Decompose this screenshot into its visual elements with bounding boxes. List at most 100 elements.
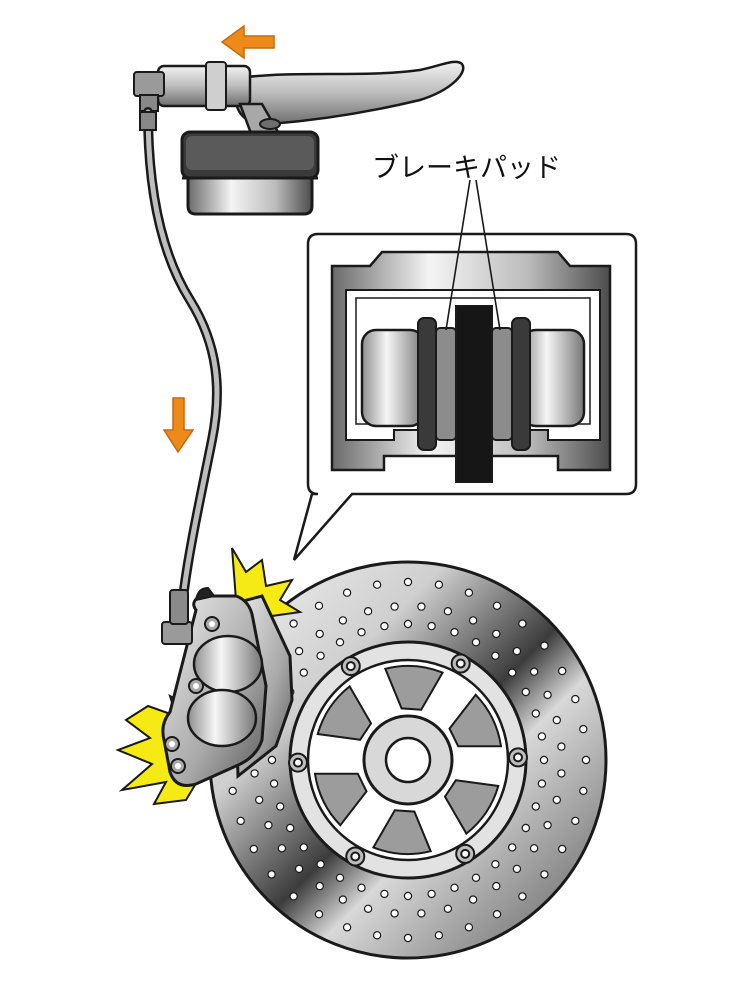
disc-rivets: [288, 653, 528, 867]
vent-hole: [540, 641, 549, 650]
vent-hole: [255, 795, 264, 805]
vent-hole: [471, 638, 481, 647]
vent-hole: [468, 616, 478, 625]
banjo-fitting-top: [133, 71, 165, 97]
disc-rivet: [293, 757, 303, 768]
vent-hole: [471, 873, 481, 883]
spoke-window: [383, 665, 445, 711]
vent-hole: [557, 742, 566, 751]
vent-hole: [338, 616, 348, 625]
vent-hole: [264, 820, 273, 830]
vent-hole: [508, 843, 517, 852]
vent-hole: [427, 621, 436, 631]
spoke-window: [316, 684, 373, 741]
brake-pad-callout: [292, 179, 638, 561]
vent-hole: [543, 690, 552, 700]
vent-hole: [228, 786, 237, 796]
vent-hole: [417, 909, 426, 918]
vent-hole: [380, 889, 389, 899]
vent-hole: [267, 870, 276, 879]
master-cylinder-assembly: [133, 60, 465, 216]
vent-hole: [372, 931, 382, 940]
vent-hole: [531, 802, 541, 811]
vent-hole: [363, 904, 373, 914]
vent-hole: [579, 786, 588, 796]
spoke-window: [313, 772, 368, 827]
vent-hole: [427, 889, 436, 899]
carrier-spokes: [313, 665, 503, 855]
vent-hole: [508, 668, 517, 677]
vent-hole: [579, 724, 588, 734]
vent-hole: [540, 870, 549, 879]
vent-hole: [250, 769, 259, 778]
vent-hole: [537, 779, 547, 788]
vent-hole: [558, 844, 567, 854]
vent-hole: [299, 668, 308, 677]
vent-hole: [492, 881, 501, 891]
vent-hole: [518, 619, 527, 628]
label-leader-lines: [445, 179, 501, 331]
vent-hole: [434, 580, 444, 589]
vent-hole: [581, 755, 591, 765]
spoke-window: [371, 809, 433, 855]
brake-hose: [139, 107, 222, 595]
vent-hole: [277, 844, 287, 853]
vent-hole: [531, 709, 541, 718]
vent-hole: [403, 577, 413, 587]
vent-hole: [492, 910, 502, 919]
disc-rivet: [345, 661, 356, 672]
vent-hole: [492, 601, 502, 611]
vent-hole: [571, 694, 580, 704]
vent-hole: [450, 883, 459, 893]
vent-hole: [342, 923, 352, 932]
brake-lever: [234, 60, 465, 126]
vent-hole: [372, 580, 382, 589]
vent-hole: [491, 860, 500, 869]
vent-hole: [537, 732, 547, 741]
vent-hole: [403, 619, 413, 629]
disc-rivet: [513, 752, 523, 763]
vent-hole: [557, 769, 566, 778]
vent-hole: [236, 816, 245, 826]
vent-hole: [529, 844, 539, 853]
brake-caliper: [161, 586, 294, 787]
vent-hole: [249, 844, 258, 854]
vent-hole: [315, 881, 324, 891]
vent-hole: [335, 873, 345, 883]
vent-hole: [390, 909, 399, 918]
vent-hole: [276, 802, 285, 811]
vent-hole: [267, 755, 277, 765]
vent-hole: [521, 823, 531, 833]
vent-hole: [518, 892, 527, 901]
vent-hole: [342, 588, 352, 597]
disc-rivet: [350, 851, 361, 862]
vent-hole: [338, 895, 348, 904]
vent-hole: [512, 864, 522, 874]
vent-hole: [552, 715, 562, 725]
vent-hole: [403, 933, 413, 943]
vent-hole: [403, 891, 413, 901]
vent-hole: [558, 666, 567, 676]
vent-hole: [450, 628, 459, 637]
vent-hole: [357, 628, 366, 637]
vent-hole: [269, 779, 279, 788]
arrow-left-icon: [220, 24, 275, 60]
vent-hole: [512, 646, 522, 656]
vent-hole: [464, 588, 474, 597]
vent-hole: [468, 895, 478, 904]
vent-hole: [294, 646, 304, 656]
spoke-window: [443, 779, 500, 836]
banjo-fitting-caliper: [161, 621, 193, 645]
brake-pad-label: ブレーキパッド: [372, 153, 561, 184]
vent-hole: [316, 651, 325, 661]
disc-rivet: [455, 658, 466, 669]
caliper-piston-upper: [192, 634, 264, 694]
vent-hole: [492, 629, 501, 639]
vent-hole: [571, 816, 580, 826]
vent-hole: [294, 864, 304, 874]
vent-hole: [443, 607, 453, 616]
vent-hole: [443, 904, 453, 914]
vent-hole: [286, 823, 295, 833]
vent-hole: [529, 667, 539, 676]
